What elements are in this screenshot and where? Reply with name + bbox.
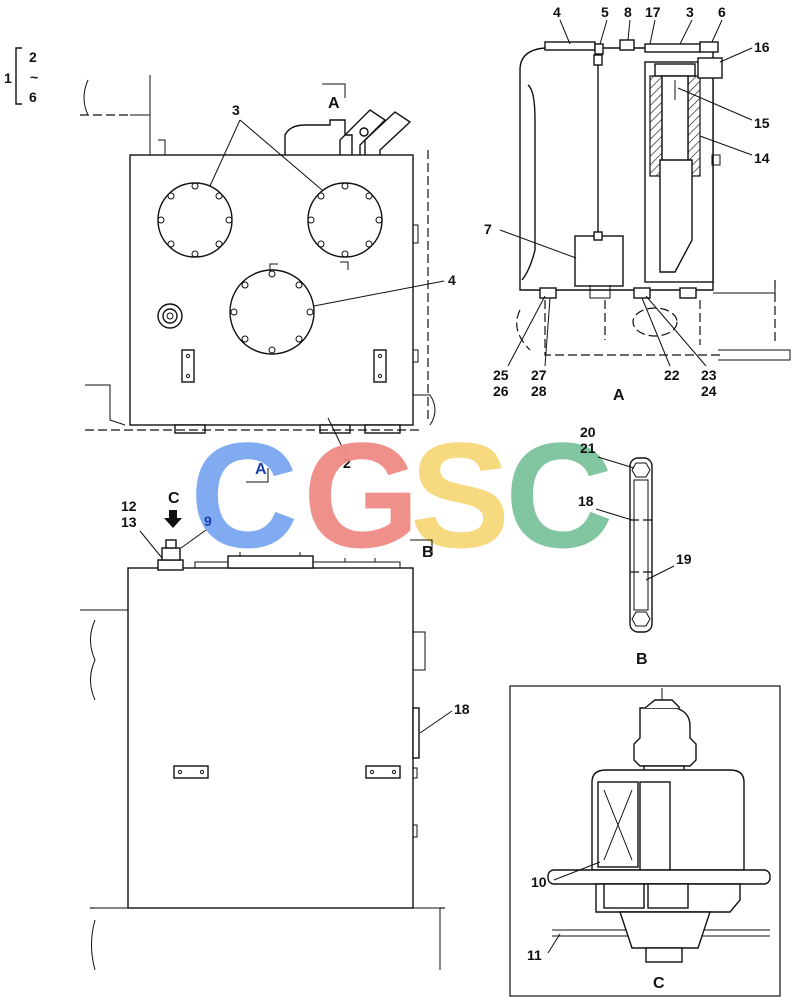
label-4-a: 4 — [553, 4, 561, 20]
label-17-a: 17 — [645, 4, 661, 20]
label-23-a: 23 — [701, 367, 717, 383]
label-6-a: 6 — [718, 4, 726, 20]
suction-strainer — [574, 235, 624, 287]
label-15-a: 15 — [754, 115, 770, 131]
section-marker-c-arrow: C — [168, 490, 180, 507]
watermark-letter-4: C — [505, 411, 613, 579]
label-28-a: 28 — [531, 383, 547, 399]
label-25-a: 25 — [493, 367, 509, 383]
label-14-a: 14 — [754, 150, 770, 166]
label-10-c: 10 — [531, 874, 547, 890]
label-24-a: 24 — [701, 383, 717, 399]
view-b-gauge: 20 21 18 19 B — [578, 424, 692, 668]
view-title-b: B — [636, 651, 648, 668]
bracket-to-number: 6 — [29, 89, 37, 105]
label-18-front: 18 — [454, 701, 470, 717]
front-view: A B C 12 13 — [80, 461, 470, 971]
arrow-down-icon — [164, 510, 182, 528]
bracket-group-number: 1 — [4, 70, 12, 86]
label-27-a: 27 — [531, 367, 547, 383]
watermark-logo: C G S C — [190, 411, 613, 579]
label-8-a: 8 — [624, 4, 632, 20]
label-3-top: 3 — [232, 102, 240, 118]
label-19-b: 19 — [676, 551, 692, 567]
bracket-separator: ~ — [30, 69, 38, 85]
label-2-top: 2 — [343, 455, 351, 471]
section-marker-b-mid: B — [422, 544, 434, 561]
label-12-front: 12 — [121, 498, 137, 514]
label-18-b: 18 — [578, 493, 594, 509]
watermark-letter-2: G — [303, 411, 420, 579]
label-7-a: 7 — [484, 221, 492, 237]
top-view: A 3 4 2 — [80, 75, 456, 471]
label-21-b: 21 — [580, 440, 596, 456]
tank-body-top — [129, 154, 414, 426]
label-4-top: 4 — [448, 272, 456, 288]
label-13-front: 13 — [121, 514, 137, 530]
cover-plate-center — [229, 269, 315, 355]
watermark-letter-1: C — [190, 411, 298, 579]
section-marker-a-mid: A — [255, 461, 267, 478]
label-9-front: 9 — [204, 513, 212, 529]
range-bracket: 1 2 ~ 6 — [4, 47, 38, 105]
label-16-a: 16 — [754, 39, 770, 55]
section-marker-a-top: A — [328, 95, 340, 112]
view-title-c: C — [653, 975, 665, 992]
bracket-from-number: 2 — [29, 49, 37, 65]
label-11-c: 11 — [527, 947, 542, 963]
label-20-b: 20 — [580, 424, 596, 440]
tank-body-front — [127, 567, 414, 909]
view-title-a: A — [613, 387, 625, 404]
view-a-section: 4 5 8 17 3 6 16 15 14 7 25 26 27 28 22 2… — [484, 4, 791, 404]
label-22-a: 22 — [664, 367, 680, 383]
view-c-detail: 10 11 C — [509, 685, 781, 997]
label-26-a: 26 — [493, 383, 509, 399]
watermark-letter-3: S — [410, 411, 510, 579]
label-3-a: 3 — [686, 4, 694, 20]
label-5-a: 5 — [601, 4, 609, 20]
